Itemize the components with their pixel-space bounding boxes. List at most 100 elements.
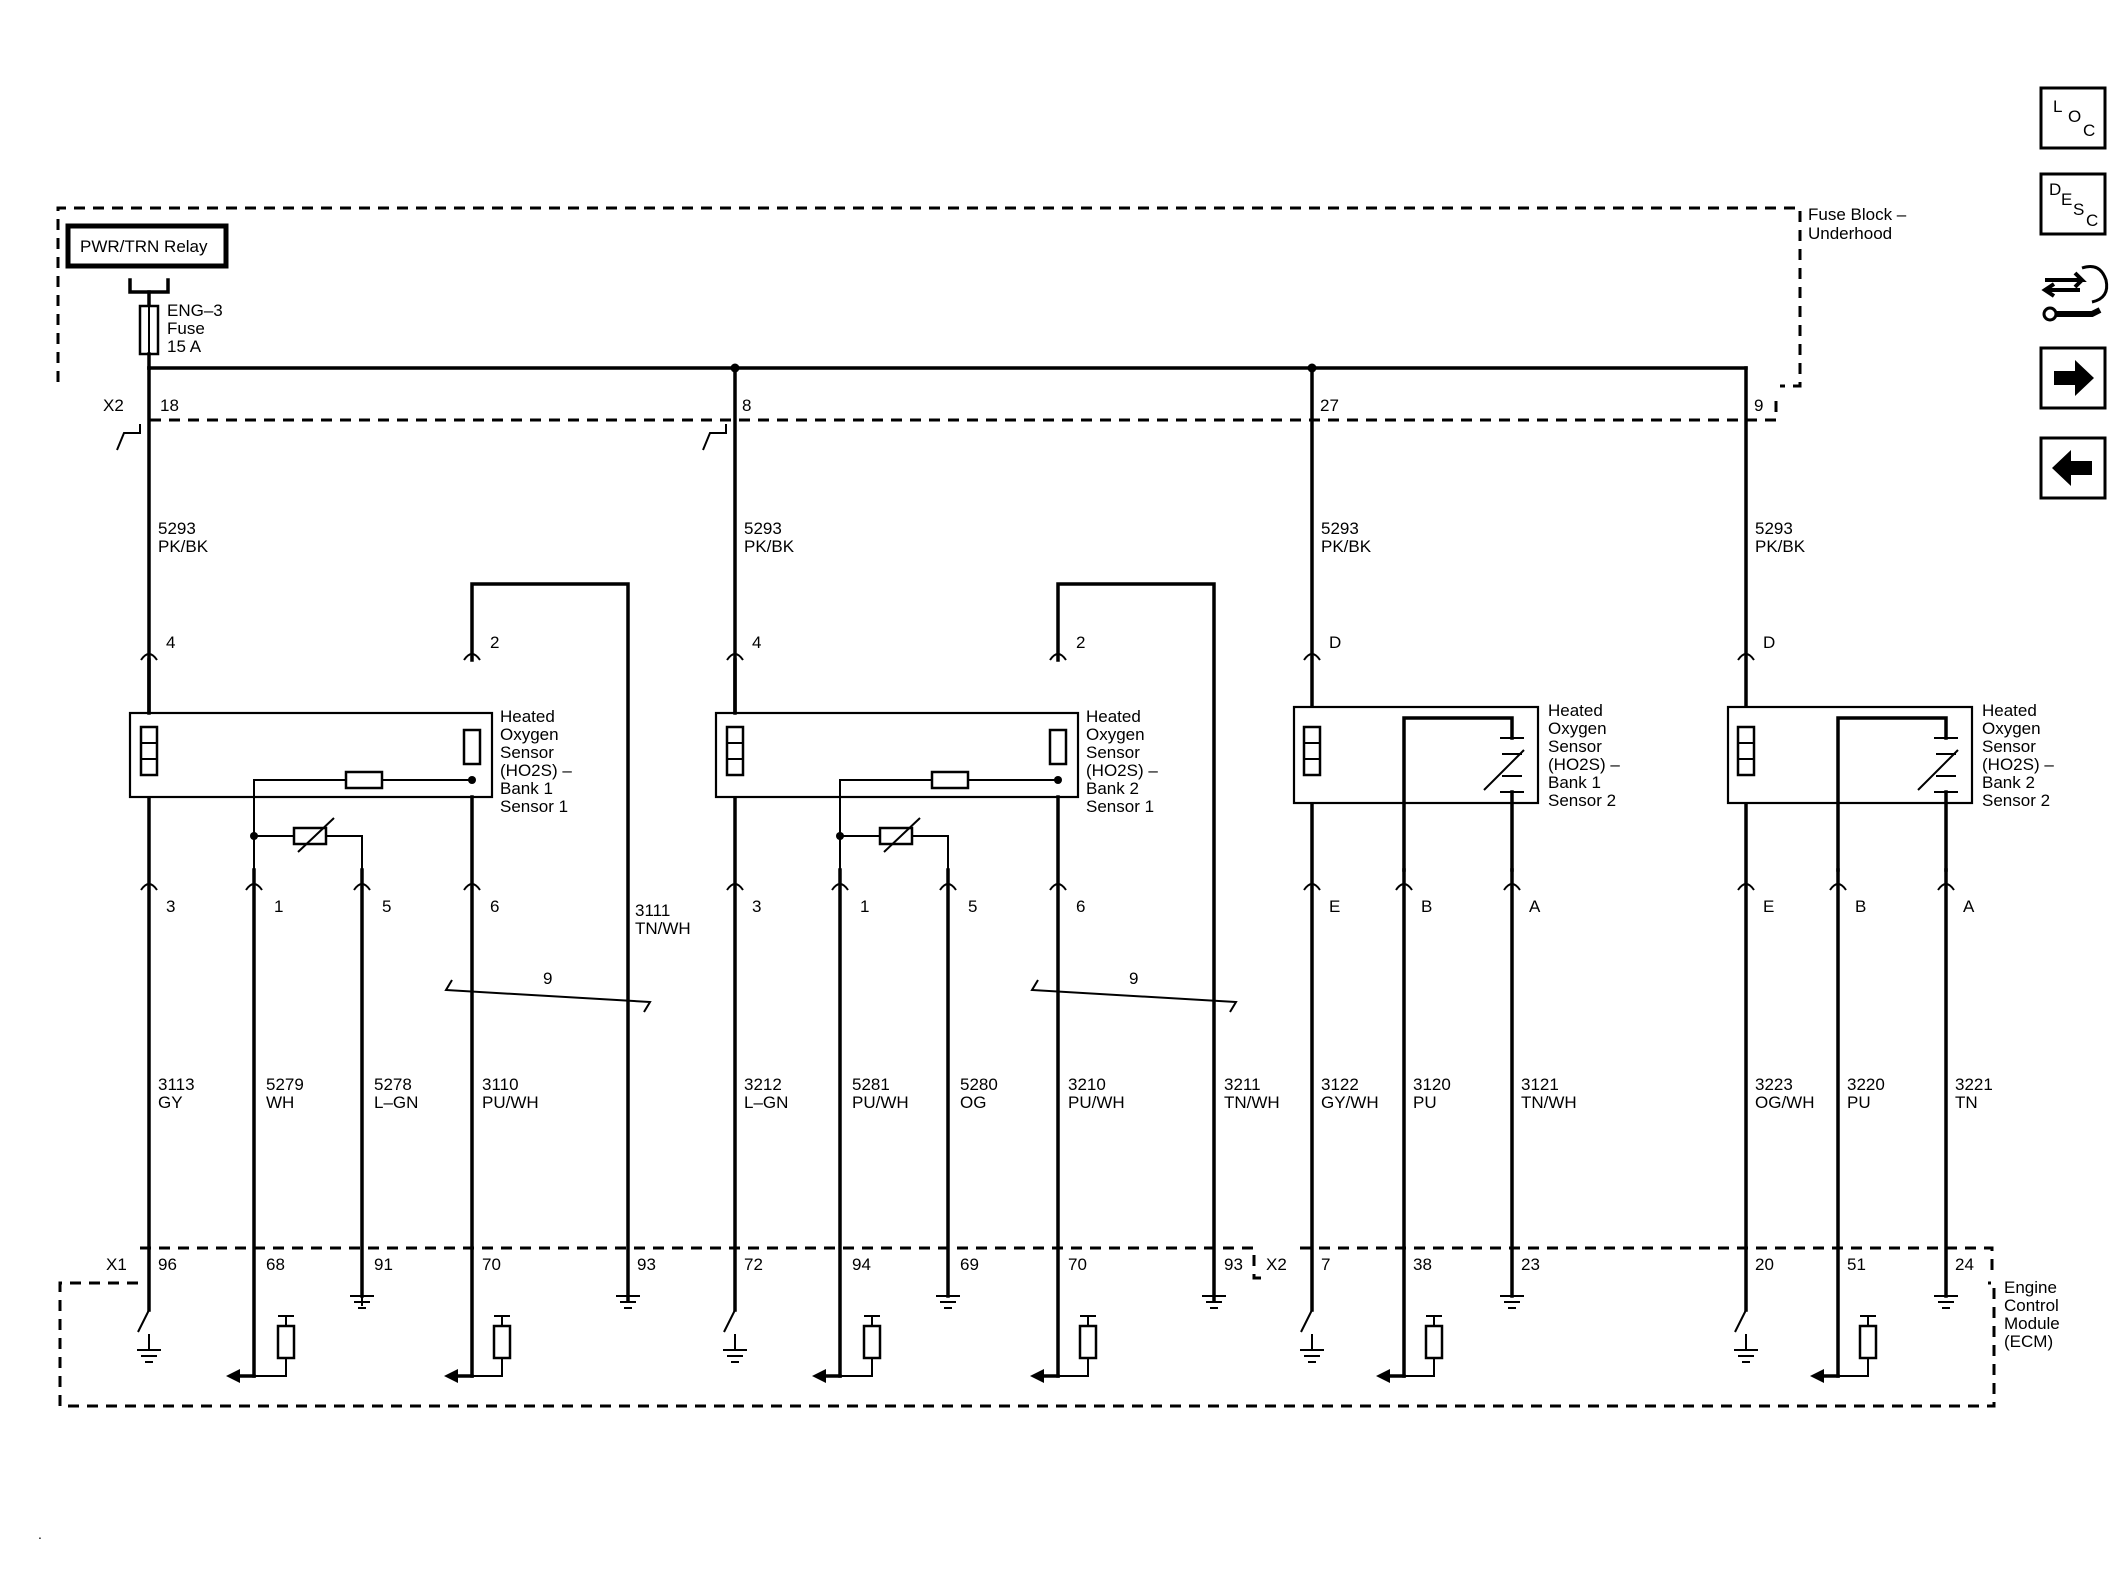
connector-x2-ecm-label: X2	[1266, 1255, 1287, 1274]
svg-text:5293: 5293	[1755, 519, 1793, 538]
svg-text:D: D	[1763, 633, 1775, 652]
previous-page-button[interactable]	[2039, 436, 2107, 500]
ecm-resistor-icon	[276, 1324, 296, 1360]
svg-text:Sensor: Sensor	[1086, 743, 1140, 762]
svg-text:OG/WH: OG/WH	[1755, 1093, 1815, 1112]
ecm-resistor-icon	[862, 1324, 882, 1360]
sensor-element-icon	[1048, 728, 1068, 766]
connector-x1-label: X1	[106, 1255, 127, 1274]
footer-mark: .	[38, 1526, 42, 1542]
svg-text:6: 6	[490, 897, 499, 916]
fuse-label-1: ENG–3	[167, 301, 223, 320]
eng3-fuse: ENG–3 Fuse 15 A	[128, 278, 223, 356]
svg-text:23: 23	[1521, 1255, 1540, 1274]
pin-27: 27	[1320, 396, 1339, 415]
svg-text:70: 70	[482, 1255, 501, 1274]
svg-text:WH: WH	[266, 1093, 294, 1112]
svg-text:68: 68	[266, 1255, 285, 1274]
svg-text:TN/WH: TN/WH	[1224, 1093, 1280, 1112]
ecm-resistor-icon	[1858, 1324, 1878, 1360]
fuse-label-2: Fuse	[167, 319, 205, 338]
svg-text:7: 7	[1321, 1255, 1330, 1274]
svg-text:Sensor: Sensor	[500, 743, 554, 762]
svg-text:9: 9	[1129, 969, 1138, 988]
fuse-block-outline	[56, 206, 1802, 388]
svg-text:Sensor 2: Sensor 2	[1982, 791, 2050, 810]
svg-text:A: A	[1529, 897, 1541, 916]
svg-text:3113: 3113	[158, 1075, 195, 1094]
connector-x2-label: X2	[103, 396, 124, 415]
svg-text:3: 3	[166, 897, 175, 916]
svg-text:91: 91	[374, 1255, 393, 1274]
arrow-left-icon	[444, 1369, 458, 1383]
svg-text:(HO2S) –: (HO2S) –	[500, 761, 572, 780]
connector-x2-fuse-block: X2 18 8 27 9	[103, 394, 1778, 451]
svg-text:PU/WH: PU/WH	[482, 1093, 539, 1112]
pin-4: 4	[166, 633, 175, 652]
ho2s-b1s1-housing	[128, 711, 494, 799]
arrow-left-icon	[226, 1369, 240, 1383]
svg-text:5: 5	[968, 897, 977, 916]
svg-text:3220: 3220	[1847, 1075, 1885, 1094]
svg-text:(HO2S) –: (HO2S) –	[1086, 761, 1158, 780]
svg-text:2: 2	[1076, 633, 1085, 652]
sensor-label: Heated Oxygen Sensor (HO2S) – Bank 1 Sen…	[500, 707, 572, 816]
next-page-button[interactable]	[2039, 346, 2107, 410]
desc-button[interactable]: D E S C	[2039, 172, 2107, 236]
heater-element-icon	[1736, 725, 1756, 777]
svg-text:5281: 5281	[852, 1075, 890, 1094]
ecm-label-1: Engine	[2004, 1278, 2057, 1297]
svg-text:3212: 3212	[744, 1075, 782, 1094]
svg-text:GY/WH: GY/WH	[1321, 1093, 1379, 1112]
svg-text:L–GN: L–GN	[744, 1093, 788, 1112]
svg-text:PK/BK: PK/BK	[1755, 537, 1806, 556]
svg-text:5279: 5279	[266, 1075, 304, 1094]
svg-text:24: 24	[1955, 1255, 1974, 1274]
sensor-switch-icon	[1917, 749, 1959, 791]
svg-text:51: 51	[1847, 1255, 1866, 1274]
svg-text:3111: 3111	[635, 901, 670, 920]
svg-text:Oxygen: Oxygen	[1086, 725, 1145, 744]
ecm-resistor-icon	[1424, 1324, 1444, 1360]
svg-text:TN/WH: TN/WH	[1521, 1093, 1577, 1112]
svg-text:PU/WH: PU/WH	[852, 1093, 909, 1112]
twisted-pair-icon	[444, 979, 652, 1013]
pin-8: 8	[742, 396, 751, 415]
svg-text:Bank 2: Bank 2	[1086, 779, 1139, 798]
svg-text:Sensor 1: Sensor 1	[500, 797, 568, 816]
svg-text:Sensor 2: Sensor 2	[1548, 791, 1616, 810]
svg-text:E: E	[1763, 897, 1774, 916]
svg-text:3221: 3221	[1955, 1075, 1993, 1094]
connector-x2-ecm: X2	[1266, 1246, 1994, 1278]
ho2s-bank1-sensor2-circuit: 5293 PK/BK D Heated Oxygen Sensor (HO2S)…	[1292, 366, 1620, 1383]
svg-text:94: 94	[852, 1255, 871, 1274]
heater-element-icon	[1302, 725, 1322, 777]
arrow-left-icon	[1030, 1369, 1044, 1383]
loc-button[interactable]: L O C	[2039, 86, 2107, 150]
svg-text:93: 93	[637, 1255, 656, 1274]
ecm-label-4: (ECM)	[2004, 1332, 2053, 1351]
svg-text:3211: 3211	[1224, 1075, 1261, 1094]
svg-text:38: 38	[1413, 1255, 1432, 1274]
arrow-left-icon	[812, 1369, 826, 1383]
sensor-label: Heated Oxygen Sensor (HO2S) – Bank 1 Sen…	[1548, 701, 1620, 810]
svg-text:Oxygen: Oxygen	[1982, 719, 2041, 738]
svg-text:L–GN: L–GN	[374, 1093, 418, 1112]
ho2s-b2s2-housing	[1726, 705, 1974, 805]
pwr-trn-relay: PWR/TRN Relay	[65, 223, 229, 269]
ecm-label-2: Control	[2004, 1296, 2059, 1315]
connector-repair-icon[interactable]	[2041, 265, 2109, 322]
svg-text:D: D	[2049, 180, 2061, 199]
svg-text:3210: 3210	[1068, 1075, 1106, 1094]
pin-9: 9	[1754, 396, 1763, 415]
fuse-block-label-1: Fuse Block –	[1808, 205, 1907, 224]
svg-text:C: C	[2086, 211, 2098, 230]
svg-text:72: 72	[744, 1255, 763, 1274]
svg-text:Heated: Heated	[1086, 707, 1141, 726]
svg-text:1: 1	[274, 897, 283, 916]
connector-x2-latch-2	[702, 424, 727, 451]
svg-text:PK/BK: PK/BK	[1321, 537, 1372, 556]
svg-text:5293: 5293	[1321, 519, 1359, 538]
svg-text:9: 9	[543, 969, 552, 988]
